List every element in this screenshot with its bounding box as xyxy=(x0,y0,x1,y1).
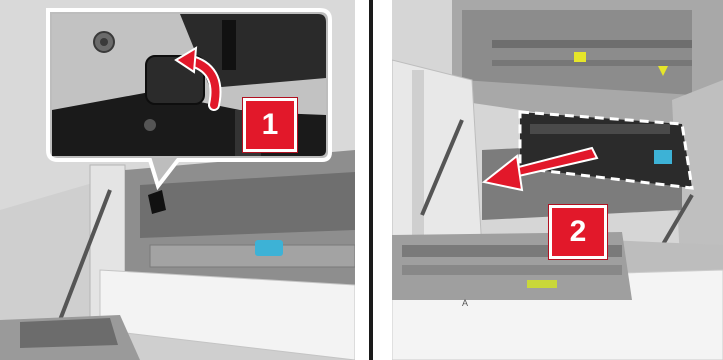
step-1-panel: 1 xyxy=(0,0,355,360)
step-1-illustration xyxy=(0,0,355,360)
tray-letter: A xyxy=(462,298,468,308)
blue-handle-icon xyxy=(654,150,672,164)
step-2-panel: A 2 xyxy=(392,0,723,360)
step-1-badge: 1 xyxy=(243,98,297,152)
step-2-illustration: A xyxy=(392,0,723,360)
blue-latch-icon xyxy=(255,240,283,256)
yellow-label-icon xyxy=(574,52,586,62)
step-2-badge: 2 xyxy=(549,205,607,259)
panel-divider xyxy=(369,0,373,360)
